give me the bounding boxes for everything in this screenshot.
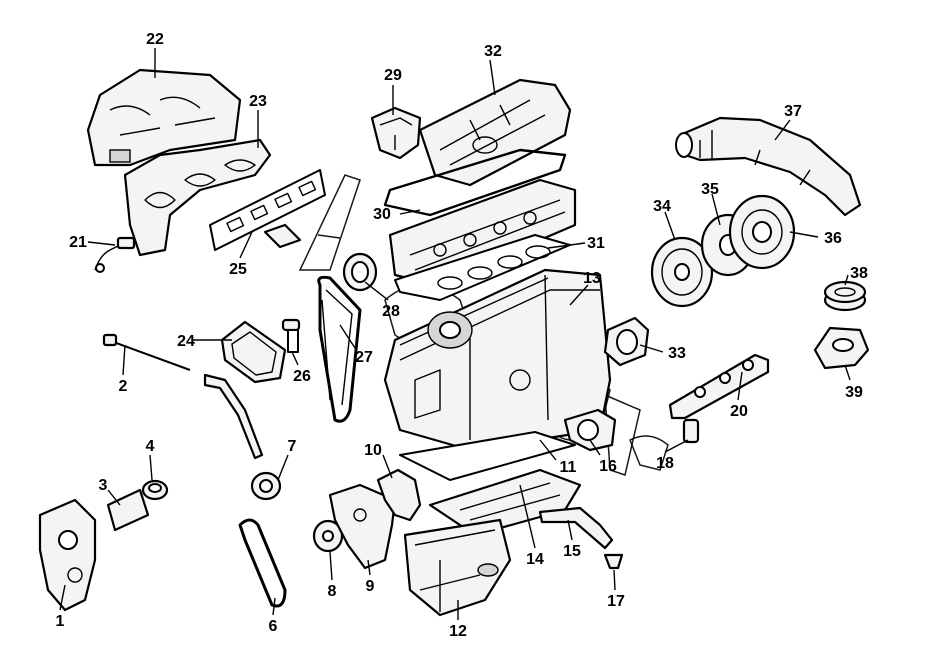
part-32-valve-cover	[418, 78, 572, 187]
callouts: 22 23 25 21 24 26 27 28 29 32 30 31 13 3…	[56, 31, 868, 640]
callout-26: 26	[293, 368, 311, 385]
part-23-exhaust-manifold	[123, 138, 272, 257]
part-31-head-gasket	[394, 234, 571, 301]
callout-36: 36	[824, 230, 842, 247]
part-4-filter-cap	[141, 479, 169, 501]
callout-10: 10	[364, 442, 382, 459]
callout-15: 15	[563, 543, 581, 560]
callout-34: 34	[653, 198, 671, 215]
part-25-manifold-gasket	[209, 169, 326, 251]
callout-28: 28	[382, 303, 400, 320]
part-28-seal	[342, 252, 378, 292]
callout-7: 7	[288, 438, 297, 455]
callout-29: 29	[384, 67, 402, 84]
callout-17: 17	[607, 593, 625, 610]
callout-12: 12	[449, 623, 467, 640]
callout-3: 3	[99, 477, 108, 494]
leader-lines	[59, 48, 851, 620]
callout-27: 27	[355, 349, 373, 366]
part-12-oil-pan	[403, 518, 512, 617]
callout-13: 13	[583, 270, 601, 287]
callout-39: 39	[845, 384, 863, 401]
part-21-oxygen-sensor	[94, 236, 136, 273]
part-10-thermostat-housing	[376, 468, 422, 522]
part-8-idler-pulley	[312, 519, 344, 553]
part-2-dipstick	[102, 333, 191, 371]
part-33-seal-carrier	[603, 316, 650, 367]
callout-1: 1	[56, 613, 65, 630]
callout-23: 23	[249, 93, 267, 110]
callout-22: 22	[146, 31, 164, 48]
callout-30: 30	[373, 206, 391, 223]
part-18-temp-sensor	[682, 418, 700, 444]
callout-24: 24	[177, 333, 195, 350]
part-22-heat-shield	[86, 68, 242, 167]
part-16-water-pump	[563, 408, 617, 452]
callout-31: 31	[587, 235, 605, 252]
callout-37: 37	[784, 103, 802, 120]
callout-11: 11	[560, 459, 577, 476]
part-cylinder-head	[388, 178, 577, 287]
part-15-oil-pickup	[538, 506, 614, 550]
callout-16: 16	[599, 458, 617, 475]
part-17-drain-plug	[603, 553, 624, 570]
part-6-accessory-belt	[238, 518, 287, 608]
part-20-fuel-rail	[668, 353, 770, 420]
callout-2: 2	[119, 378, 128, 395]
callout-32: 32	[484, 43, 502, 60]
part-3-oil-filter	[106, 488, 150, 532]
callout-9: 9	[366, 578, 375, 595]
callout-33: 33	[668, 345, 686, 362]
part-11-oil-pan-gasket	[399, 431, 576, 481]
callout-21: 21	[69, 234, 87, 251]
part-27-timing-belt	[317, 275, 362, 423]
part-36-pressure-plate	[728, 194, 796, 270]
callout-4: 4	[146, 438, 155, 455]
part-30-valve-cover-gasket	[383, 148, 567, 217]
part-24-cover-plate	[220, 320, 287, 384]
part-26-bolt	[281, 318, 301, 353]
part-29-engine-mount	[370, 106, 422, 160]
part-7-tube-pulley	[203, 373, 282, 501]
callout-20: 20	[730, 403, 748, 420]
part-34-flywheel	[650, 236, 714, 308]
callout-35: 35	[701, 181, 719, 198]
callout-8: 8	[328, 583, 337, 600]
callout-25: 25	[229, 261, 247, 278]
callout-18: 18	[656, 455, 674, 472]
callout-38: 38	[850, 265, 868, 282]
part-38-cap	[823, 280, 867, 312]
part-9-oil-pump	[328, 483, 397, 570]
part-39-mount	[813, 326, 870, 370]
part-1-timing-cover	[38, 498, 97, 612]
callout-14: 14	[526, 551, 544, 568]
callout-6: 6	[269, 618, 278, 635]
part-37-intake-hose	[675, 116, 862, 217]
